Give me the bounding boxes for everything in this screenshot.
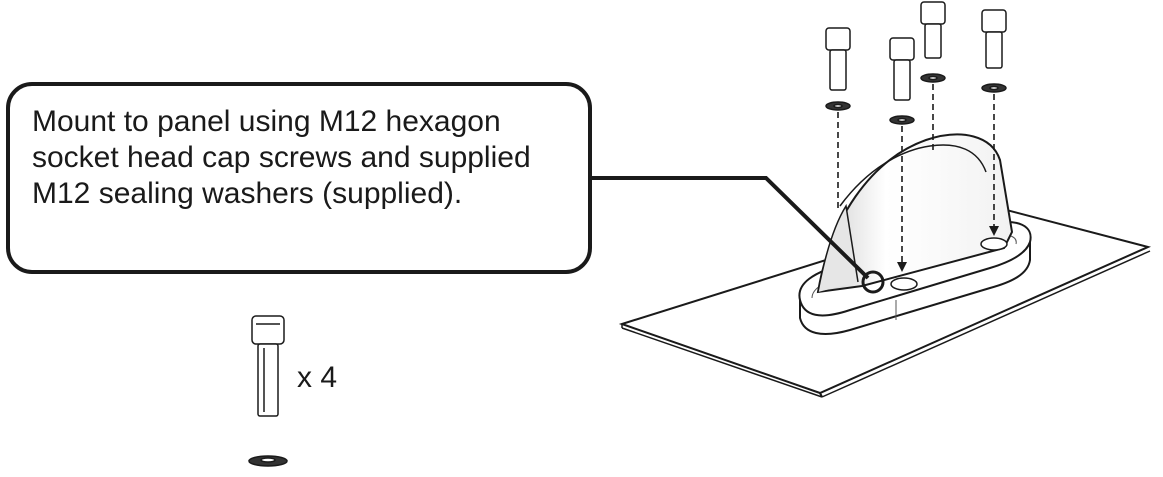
guide-arrow-4	[989, 226, 999, 236]
legend-cap-screw	[251, 315, 285, 417]
guide-arrow-2	[897, 262, 907, 272]
cap-screw-2	[889, 37, 915, 125]
highlight-circle	[861, 270, 885, 294]
legend-sealing-washer	[248, 455, 288, 467]
cap-screw-4	[981, 9, 1007, 93]
quantity-label: x 4	[297, 361, 338, 394]
callout-leader-line	[592, 176, 870, 280]
panel-edge-thickness	[821, 250, 1151, 398]
cap-screw-1	[825, 27, 851, 111]
cap-screw-3	[920, 1, 946, 83]
antenna-fin-ridge	[839, 144, 987, 207]
mounting-hole-2	[980, 237, 1008, 251]
panel-edge-left-bottom	[621, 327, 823, 398]
housing-base-side	[799, 242, 1031, 335]
mounting-hole-1	[890, 277, 918, 291]
callout-text: Mount to panel using M12 hexagon socket …	[32, 105, 531, 210]
instruction-callout: Mount to panel using M12 hexagon socket …	[6, 82, 592, 274]
